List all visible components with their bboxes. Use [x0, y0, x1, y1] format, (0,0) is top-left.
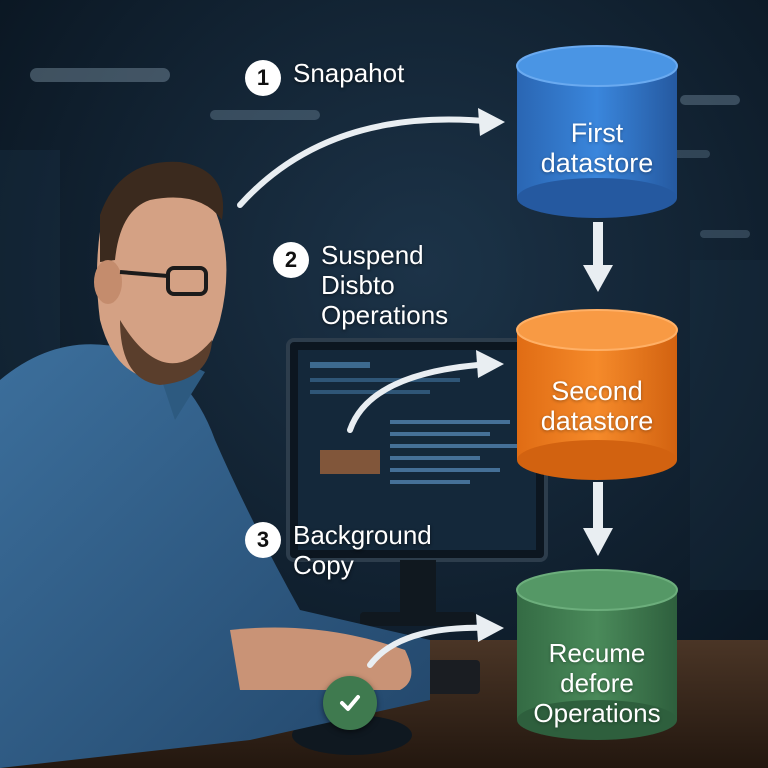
step-background-copy: 3 Background Copy: [245, 520, 432, 580]
down-arrow-1: [583, 222, 613, 292]
mouse: [292, 715, 412, 755]
arrow-snapshot: [237, 116, 498, 208]
third-datastore-cylinder: [516, 569, 678, 740]
person: [0, 161, 430, 768]
monitor: [286, 338, 548, 626]
second-datastore-label: Second datastore: [540, 376, 654, 436]
step-suspend: 2 Suspend Disbto Operations: [273, 240, 448, 330]
checkmark-icon: [323, 676, 377, 730]
third-datastore-label: Recume defore Operations: [533, 638, 661, 728]
server-racks: [0, 150, 768, 590]
step-label: Snapahot: [293, 58, 405, 88]
step-snapshot: 1 Snapahot: [245, 58, 404, 96]
step-number: 1: [245, 60, 281, 96]
flow-arrows: [237, 116, 498, 668]
arrow-copy: [367, 624, 493, 668]
down-arrow-2: [583, 482, 613, 556]
step-label: Suspend Disbto Operations: [321, 240, 449, 330]
first-datastore-cylinder: [516, 45, 678, 218]
step-label: Background Copy: [293, 520, 432, 580]
step-number: 3: [245, 522, 281, 558]
arrow-suspend: [347, 361, 493, 433]
second-datastore-cylinder: [516, 309, 678, 480]
step-number: 2: [273, 242, 309, 278]
first-datastore-label: First datastore: [540, 118, 654, 178]
server-room-lights: [30, 68, 750, 238]
